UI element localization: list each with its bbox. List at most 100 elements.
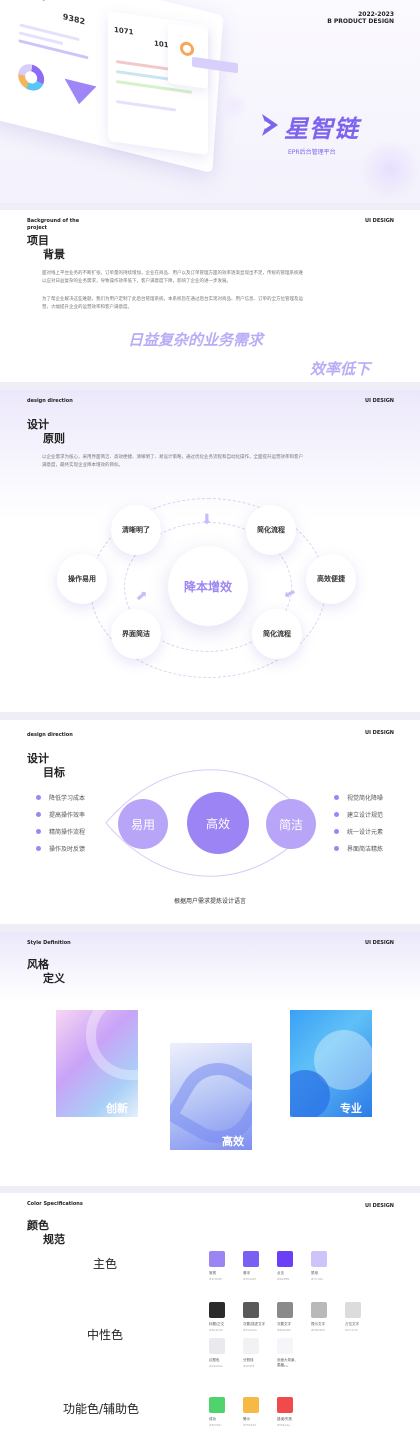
bullet-dot	[334, 812, 339, 817]
color-swatch-label: 占位文字	[345, 1322, 359, 1326]
color-swatch	[311, 1251, 327, 1267]
glass-shape	[86, 1010, 138, 1080]
highlight-text: 效率低下	[310, 360, 371, 378]
mock-stat: 1071	[114, 25, 134, 37]
section-title-zh: 设计	[27, 752, 49, 765]
section-title-zh: 定义	[43, 972, 65, 985]
section-divider	[0, 712, 420, 720]
section-title-zh: 目标	[43, 766, 65, 779]
brand-name: 星智链	[284, 115, 359, 143]
section-title-en: Color Specifications	[27, 1201, 83, 1207]
color-swatch-label: 点击	[277, 1271, 284, 1275]
goal-item: 降低学习成本	[36, 793, 85, 802]
goal-item: 统一设计元素	[334, 827, 383, 836]
center-goal: 降本增效	[168, 546, 248, 626]
bullet-dot	[36, 795, 41, 800]
section-tag: UI DESIGN	[365, 398, 394, 404]
principle-node: 界面简洁	[111, 609, 161, 659]
color-swatch	[209, 1338, 225, 1354]
color-swatch-label: 分割线	[243, 1358, 254, 1362]
style-card-efficiency: 高效	[170, 1043, 252, 1150]
goal-caption: 根据用户需求提炼设计语言	[173, 898, 246, 905]
style-card-label: 创新	[106, 1102, 128, 1115]
dashboard-mockup-card	[168, 23, 208, 89]
style-card-label: 专业	[340, 1102, 362, 1115]
goal-item: 视觉简化降噪	[334, 793, 383, 802]
section-title-en: design direction	[27, 398, 73, 404]
color-swatch-hex: #f2f2f4	[243, 1364, 255, 1368]
section-title-zh: 规范	[43, 1233, 65, 1246]
style-card-professional: 专业	[290, 1010, 372, 1117]
color-swatch	[243, 1338, 259, 1354]
mock-funnel-chart	[63, 78, 97, 109]
mock-stat: 8356	[24, 0, 47, 3]
color-swatch-hex: #2b2b2b	[209, 1328, 223, 1332]
color-swatch	[243, 1302, 259, 1318]
color-swatch	[277, 1397, 293, 1413]
goal-pill: 简洁	[266, 799, 316, 849]
section-title-zh: 背景	[43, 248, 65, 261]
goal-item: 界面简洁精炼	[334, 844, 383, 853]
color-swatch	[209, 1302, 225, 1318]
color-swatch-hex: #8a8a8a	[277, 1328, 291, 1332]
mock-bar	[116, 70, 176, 82]
style-card-innovation: 创新	[56, 1010, 138, 1117]
project-subtitle: B PRODUCT DESIGN	[327, 18, 394, 25]
color-swatch-hex: #e9e9ee	[209, 1364, 223, 1368]
glow-orb	[220, 92, 248, 120]
mock-donut-chart	[17, 61, 46, 94]
color-swatch-label: 次要文字	[277, 1322, 291, 1326]
color-category: 主色	[93, 1257, 118, 1271]
color-swatch-label: 边框色	[209, 1358, 220, 1362]
goal-pill: 高效	[187, 792, 249, 854]
background-paragraph: 为了帮企业解决这些难题，我们为用户定制了此后台管理系统，本系统旨在通过后台实现对…	[42, 297, 303, 310]
section-divider	[0, 1186, 420, 1193]
color-swatch	[277, 1338, 293, 1354]
color-category: 中性色	[87, 1328, 124, 1342]
color-swatch-hex: #f7b945	[243, 1423, 257, 1427]
hero-section: 8356 9382 1071 1016 2022-2023 B PRODUCT …	[0, 0, 420, 203]
section-title-en: Background of the project	[27, 218, 80, 231]
mock-stat: 9382	[62, 12, 86, 27]
section-title-zh: 颜色	[27, 1219, 49, 1232]
color-swatch-label: 标题/正文	[209, 1322, 225, 1326]
brand-subtitle: EPR后台管理平台	[288, 149, 336, 156]
goal-item: 精简操作流程	[36, 827, 85, 836]
section-tag: UI DESIGN	[365, 940, 394, 946]
principle-node: 高效便捷	[306, 554, 356, 604]
section-tag: UI DESIGN	[365, 218, 394, 224]
bullet-dot	[36, 829, 41, 834]
section-tag: UI DESIGN	[365, 1203, 394, 1209]
color-swatch	[209, 1251, 225, 1267]
color-swatch-label: 次要/描述文字	[243, 1322, 266, 1326]
goal-item: 建立设计规范	[334, 810, 383, 819]
color-swatch-hex: #7b5ef2	[243, 1277, 257, 1281]
background-section: Background of the project 项目 背景 UI DESIG…	[0, 210, 420, 382]
color-swatch	[243, 1397, 259, 1413]
principle-node: 简化流程	[246, 505, 296, 555]
color-swatch-label: 禁用	[311, 1271, 318, 1275]
section-title-zh: 风格	[27, 958, 49, 971]
section-title-zh: 原则	[43, 432, 65, 445]
color-swatch-hex: #f6f6fa	[277, 1364, 289, 1368]
color-swatch	[345, 1302, 361, 1318]
glass-shape	[290, 1070, 330, 1117]
bullet-dot	[334, 829, 339, 834]
highlight-text: 日益复杂的业务需求	[128, 331, 264, 349]
glow-orb	[360, 140, 420, 200]
principle-node: 清晰明了	[111, 505, 161, 555]
principle-node: 操作易用	[57, 554, 107, 604]
color-category: 功能色/辅助色	[63, 1402, 140, 1416]
bullet-dot	[334, 846, 339, 851]
color-swatch-label: 悬浮	[243, 1271, 250, 1275]
color-swatch-hex: #cfc4fa	[311, 1277, 323, 1281]
mock-progress-ring	[180, 40, 194, 57]
style-card-label: 高效	[222, 1135, 244, 1148]
color-swatch-label: 提示文字	[311, 1322, 325, 1326]
color-swatch-label: 成功	[209, 1417, 216, 1421]
principle-paragraph: 以企业需求为核心，采用界面简洁、高效便捷、清晰明了、易设计策略，通过优化业务流程…	[42, 455, 303, 468]
section-title-zh: 项目	[27, 234, 49, 247]
color-swatch-label: 警示	[243, 1417, 250, 1421]
color-swatch	[277, 1302, 293, 1318]
goal-pill: 易用	[118, 799, 168, 849]
